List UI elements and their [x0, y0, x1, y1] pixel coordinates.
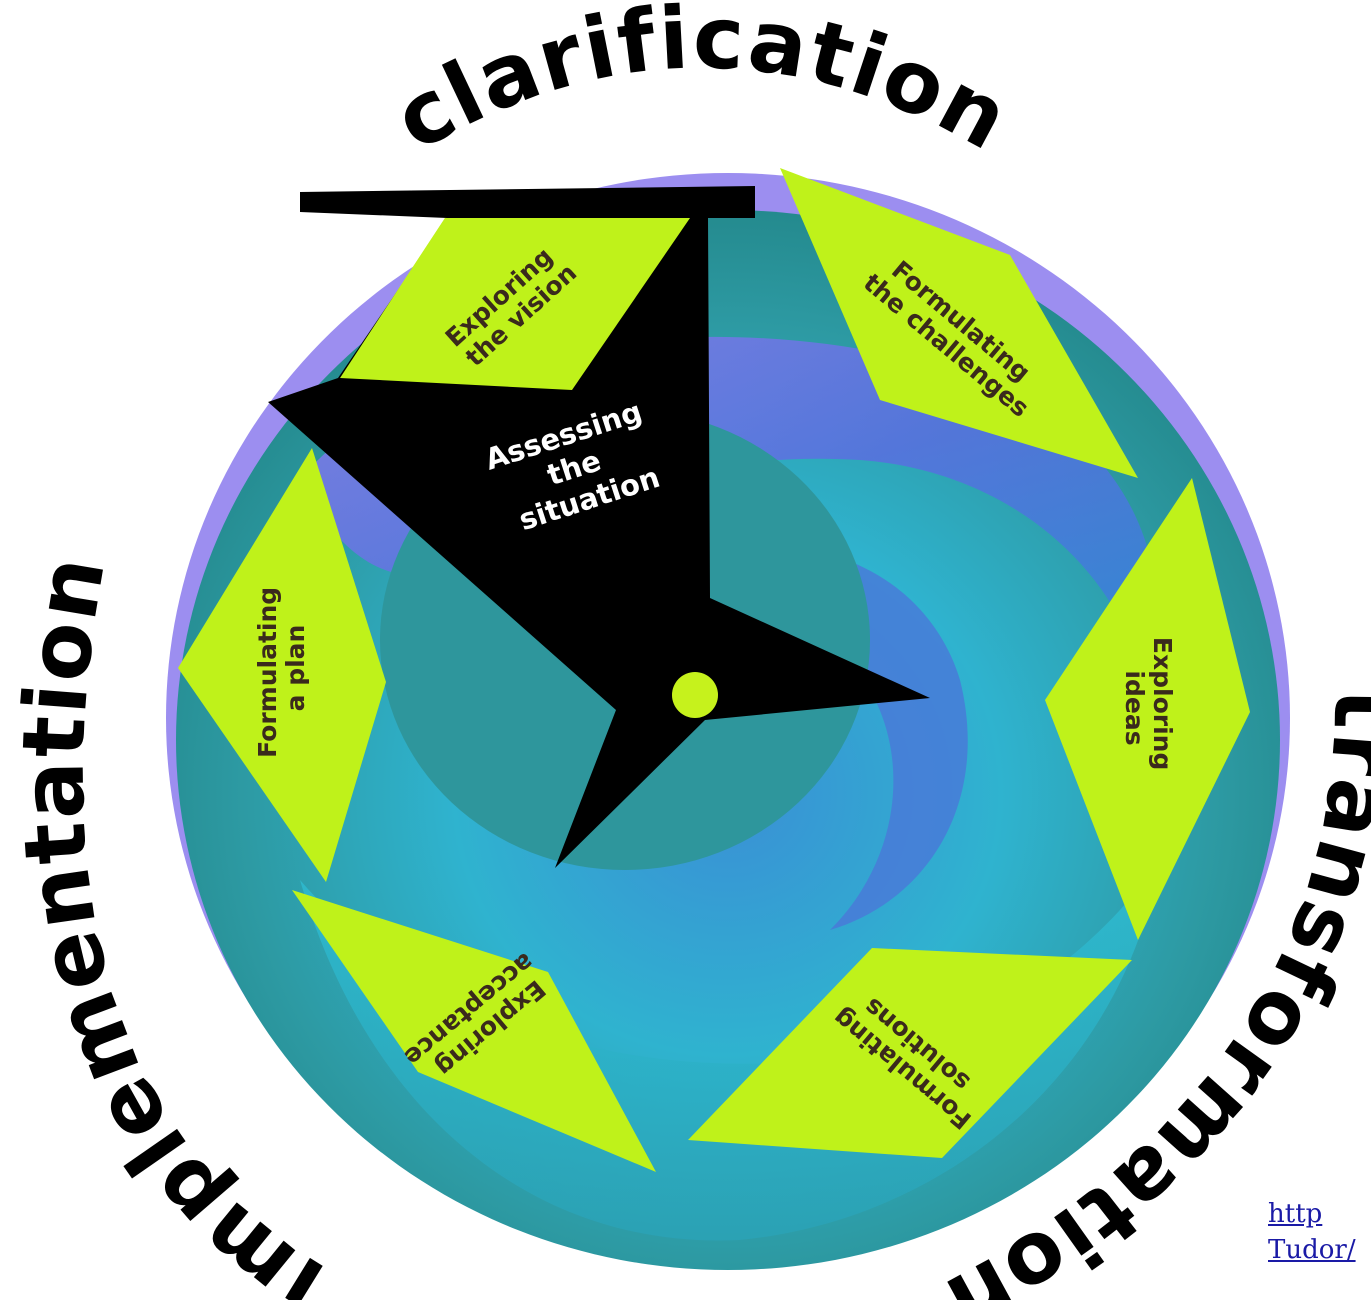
step-formulating-the-challenges: Formulating the challenges	[780, 168, 1138, 478]
source-link-line2[interactable]: Tudor/	[1268, 1235, 1356, 1265]
step-label-line1: Exploring	[1148, 637, 1177, 770]
step-label-line2: a plan	[281, 625, 310, 712]
step-label-line2: ideas	[1120, 670, 1149, 745]
stage-clarification-text: clarification	[379, 0, 1024, 171]
hub-dot	[672, 672, 718, 718]
diamond-exploring-ideas	[1045, 478, 1250, 940]
step-exploring-acceptance: Exploring acceptance	[292, 890, 656, 1172]
step-formulating-solutions: Formulating solutions	[688, 948, 1132, 1158]
step-formulating-a-plan: Formulating a plan	[178, 448, 386, 882]
sphere-inner-swirl	[700, 547, 968, 930]
diamond-exploring-the-vision-overlay	[340, 218, 690, 390]
diamond-formulating-a-plan	[178, 448, 386, 882]
diamond-exploring-acceptance	[292, 890, 656, 1172]
svg-text:Exploring ideas: Exploring ideas	[1120, 637, 1177, 779]
source-link-line1[interactable]: http	[1268, 1199, 1323, 1229]
step-exploring-ideas: Exploring ideas	[1045, 478, 1250, 940]
svg-text:Formulating a plan: Formulating a plan	[253, 578, 310, 758]
step-label-line1: Formulating	[253, 587, 282, 758]
diamond-formulating-the-challenges	[780, 168, 1138, 478]
diamond-formulating-solutions	[688, 948, 1132, 1158]
stage-clarification: clarification	[379, 0, 1026, 171]
source-link[interactable]: http Tudor/	[1268, 1196, 1371, 1268]
center-pointer: Exploring the vision Assessing the situa…	[268, 186, 930, 868]
